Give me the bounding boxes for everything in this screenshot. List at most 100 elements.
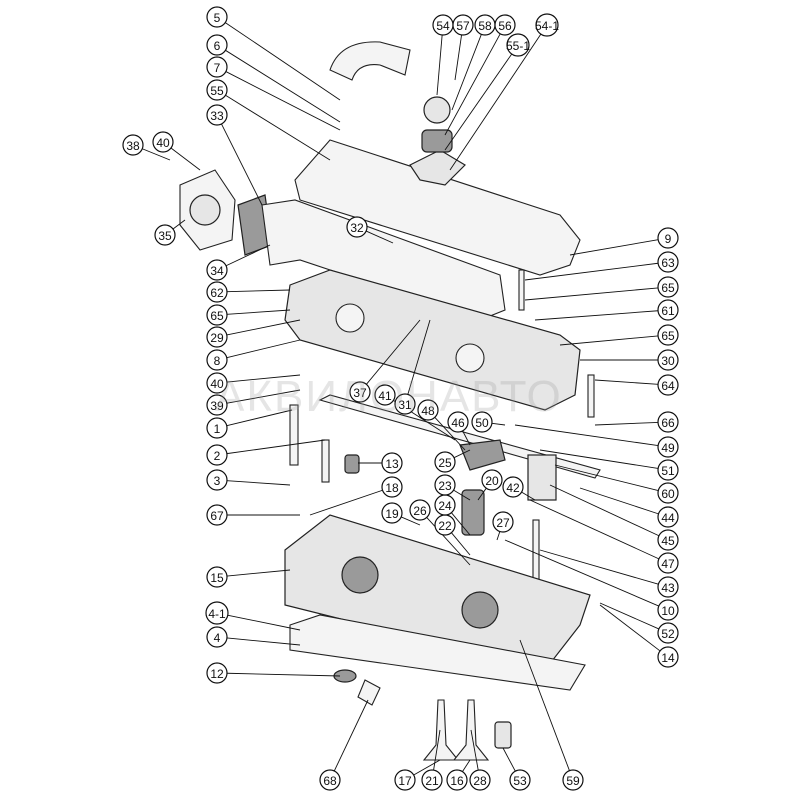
callout-circle xyxy=(657,529,679,551)
leader-line xyxy=(225,22,341,101)
water-pipe xyxy=(329,41,411,81)
callout-27: 27 xyxy=(492,511,514,533)
callout-circle xyxy=(657,276,679,298)
callout-59: 59 xyxy=(562,769,584,791)
leader-line xyxy=(594,421,659,426)
leader-line xyxy=(226,672,341,677)
callout-14: 14 xyxy=(657,646,679,668)
callout-33: 33 xyxy=(206,104,228,126)
leader-line xyxy=(470,729,479,771)
callout-54: 54 xyxy=(432,14,454,36)
callout-1: 1 xyxy=(206,417,228,439)
callout-number: 57 xyxy=(456,19,470,33)
callout-number: 31 xyxy=(398,398,412,412)
callout-number: 4-1 xyxy=(208,607,226,621)
leader-line xyxy=(599,604,661,652)
callout-35: 35 xyxy=(154,224,176,246)
callout-number: 10 xyxy=(661,604,675,618)
cylinder-head xyxy=(284,514,591,671)
callout-circle xyxy=(206,104,228,126)
leader-line xyxy=(569,239,659,256)
leader-line xyxy=(554,464,659,492)
callout-number: 27 xyxy=(496,516,510,530)
callout-circle xyxy=(657,227,679,249)
leader-line xyxy=(444,33,501,136)
callout-circle xyxy=(509,769,531,791)
callout-19: 19 xyxy=(381,502,403,524)
callout-circle xyxy=(381,502,403,524)
callout-number: 40 xyxy=(210,377,224,391)
callout-number: 56 xyxy=(498,19,512,33)
callout-circle xyxy=(319,769,341,791)
callout-64: 64 xyxy=(657,374,679,396)
leader-line xyxy=(549,484,660,537)
callout-circle xyxy=(206,444,228,466)
callout-4-1: 4-1 xyxy=(205,601,229,625)
callout-circle xyxy=(421,769,443,791)
callout-number: 68 xyxy=(323,774,337,788)
leader-line xyxy=(226,569,291,577)
callout-number: 39 xyxy=(210,399,224,413)
callout-circle xyxy=(206,566,228,588)
callout-31: 31 xyxy=(394,393,416,415)
callout-number: 35 xyxy=(158,229,172,243)
callout-26: 26 xyxy=(409,499,431,521)
valve xyxy=(422,699,460,761)
callout-number: 47 xyxy=(661,557,675,571)
callout-40: 40 xyxy=(152,131,174,153)
callout-number: 16 xyxy=(450,774,464,788)
callout-16: 16 xyxy=(446,769,468,791)
callout-number: 15 xyxy=(210,571,224,585)
callout-circle xyxy=(657,349,679,371)
callout-55-1: 55-1 xyxy=(506,33,530,57)
exhaust-manifold xyxy=(284,269,581,411)
flange-bore xyxy=(189,194,221,226)
callout-number: 40 xyxy=(156,136,170,150)
callout-67: 67 xyxy=(206,504,228,526)
callout-18: 18 xyxy=(381,476,403,498)
callout-circle xyxy=(657,576,679,598)
leader-line xyxy=(534,310,659,321)
manifold-port xyxy=(335,303,365,333)
callout-number: 14 xyxy=(661,651,675,665)
thermostat-cap xyxy=(423,96,451,124)
callout-number: 60 xyxy=(661,487,675,501)
callout-circle xyxy=(417,399,439,421)
callout-circle xyxy=(409,499,431,521)
leader-line xyxy=(453,449,471,459)
callout-30: 30 xyxy=(657,349,679,371)
callout-circle xyxy=(657,599,679,621)
callout-number: 22 xyxy=(438,519,452,533)
cover-bolt xyxy=(518,269,525,311)
callout-number: 21 xyxy=(425,774,439,788)
callout-number: 48 xyxy=(421,404,435,418)
callout-34: 34 xyxy=(206,259,228,281)
callout-52: 52 xyxy=(657,622,679,644)
callout-circle xyxy=(657,552,679,574)
callout-number: 13 xyxy=(385,457,399,471)
callout-54-1: 54-1 xyxy=(535,13,559,37)
leader-line xyxy=(226,409,293,427)
callout-circle xyxy=(206,56,228,78)
leader-line xyxy=(453,489,471,501)
callout-circle xyxy=(152,131,174,153)
callout-circle xyxy=(657,411,679,433)
head-bolt xyxy=(321,439,330,483)
callout-circle xyxy=(206,504,228,526)
callout-12: 12 xyxy=(206,662,228,684)
callout-40: 40 xyxy=(206,372,228,394)
callout-62: 62 xyxy=(206,281,228,303)
sleeve xyxy=(344,454,360,474)
callout-number: 29 xyxy=(210,331,224,345)
callout-circle xyxy=(394,769,416,791)
leader-line xyxy=(579,487,659,515)
thermostat xyxy=(421,129,453,153)
callout-circle xyxy=(657,436,679,458)
leader-line xyxy=(401,516,421,526)
callout-number: 26 xyxy=(413,504,427,518)
callout-number: 61 xyxy=(661,304,675,318)
callout-6: 6 xyxy=(206,34,228,56)
callout-number: 55-1 xyxy=(506,39,530,53)
leader-line xyxy=(226,374,301,383)
leader-line xyxy=(309,489,383,516)
